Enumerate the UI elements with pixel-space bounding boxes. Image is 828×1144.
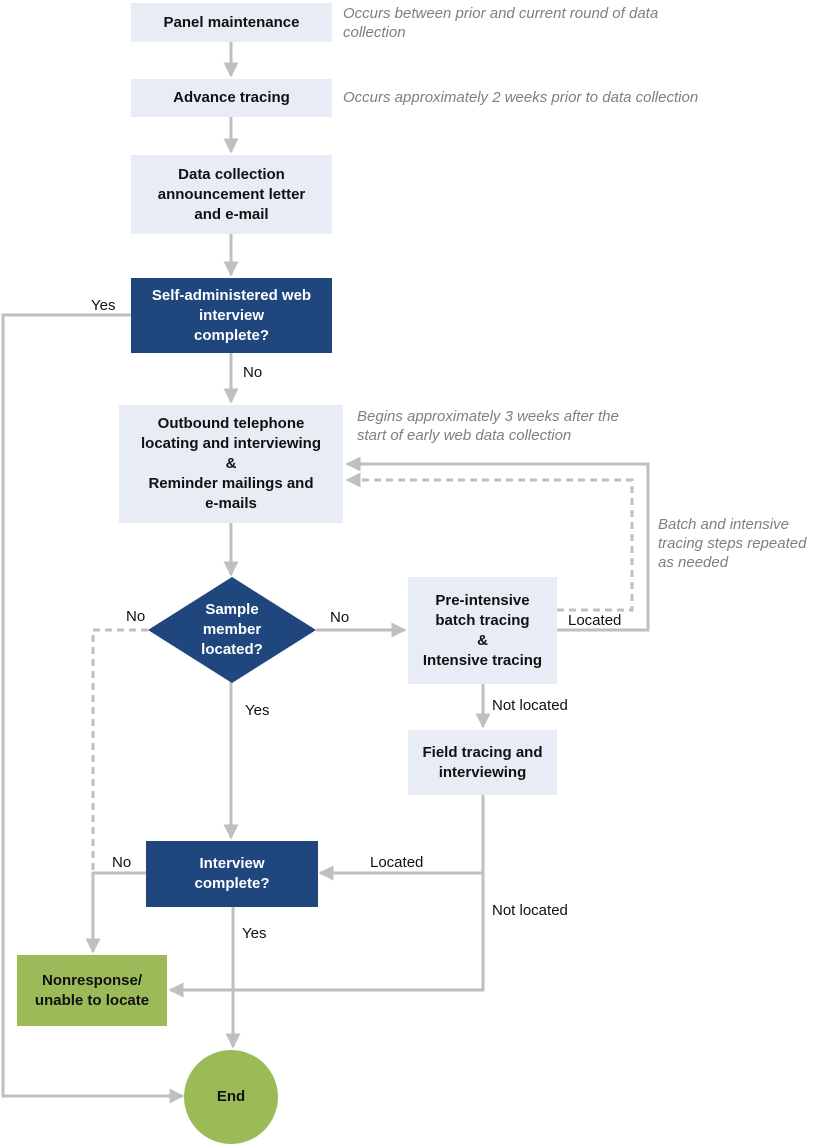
outbound-line-5: e-mails — [205, 495, 257, 512]
label-web-yes: Yes — [91, 297, 116, 314]
label-pre-located: Located — [568, 612, 622, 629]
outbound-line-4: Reminder mailings and — [148, 475, 314, 492]
note-advance-line: Occurs approximately 2 weeks prior to da… — [343, 89, 699, 106]
sample-located-line-1: Sample — [205, 601, 259, 618]
field-tracing-line-1: Field tracing and — [422, 743, 543, 761]
interview-complete-line-1: Interview — [199, 855, 265, 872]
outbound-line-3: & — [225, 455, 237, 472]
announcement-line-1: Data collection — [178, 165, 285, 183]
interview-complete-box: Interview complete? — [146, 841, 318, 907]
pre-intensive-line-4: Intensive tracing — [422, 651, 543, 669]
note-outbound: Begins approximately 3 weeks after the s… — [357, 407, 677, 445]
outbound-line-2: locating and interviewing — [140, 435, 322, 452]
label-web-no: No — [243, 364, 263, 381]
note-outbound-line-1: Begins approximately 3 weeks after the — [357, 408, 619, 425]
edge-sample-no-left — [91, 628, 148, 870]
label-field-located: Located — [370, 854, 424, 871]
advance-tracing-box: Advance tracing — [131, 79, 332, 117]
announcement-line-3: and e-mail — [194, 205, 269, 223]
nonresponse-box: Nonresponse/ unable to locate — [17, 955, 167, 1026]
nonresponse-line-1: Nonresponse/ — [41, 971, 143, 989]
field-tracing-line-2: interviewing — [438, 763, 527, 781]
label-sample-yes: Yes — [245, 702, 270, 719]
sample-located-text: Sample member located? — [170, 598, 294, 662]
edge-field-not-located — [168, 873, 485, 998]
panel-maintenance-label: Panel maintenance — [163, 13, 300, 31]
label-sample-no-left: No — [126, 608, 146, 625]
edge-interview-no — [85, 871, 146, 954]
outbound-box: Outbound telephone locating and intervie… — [119, 405, 343, 523]
end-label: End — [216, 1088, 246, 1105]
announcement-box: Data collection announcement letter and … — [131, 155, 332, 234]
web-complete-box: Self-administered web interview complete… — [131, 278, 332, 353]
edge-web-yes — [1, 313, 185, 1104]
pre-intensive-line-1: Pre-intensive — [435, 591, 530, 609]
edge-batch-repeat — [345, 472, 634, 612]
sample-located-diamond — [148, 577, 316, 683]
label-interview-no: No — [112, 854, 132, 871]
note-panel-line-1: Occurs between prior and current round o… — [343, 5, 659, 22]
pre-intensive-box: Pre-intensive batch tracing & Intensive … — [408, 577, 557, 684]
pre-intensive-line-2: batch tracing — [435, 611, 530, 629]
outbound-line-1: Outbound telephone — [157, 415, 305, 432]
note-batch-line-3: as needed — [658, 554, 729, 571]
label-field-not-located: Not located — [492, 902, 568, 919]
sample-located-line-3: located? — [201, 641, 263, 658]
label-sample-no-right: No — [330, 609, 350, 626]
field-tracing-box: Field tracing and interviewing — [408, 730, 557, 795]
note-batch-line-2: tracing steps repeated — [658, 535, 807, 552]
sample-located-line-2: member — [202, 621, 262, 638]
pre-intensive-line-3: & — [477, 631, 488, 649]
note-panel-line-2: collection — [343, 24, 406, 41]
note-batch-line-1: Batch and intensive — [658, 516, 789, 533]
edge-pre-located — [345, 456, 650, 632]
note-batch: Batch and intensive tracing steps repeat… — [658, 515, 826, 572]
web-complete-line-1: Self-administered web — [151, 286, 312, 304]
note-panel-maintenance: Occurs between prior and current round o… — [343, 4, 743, 42]
nonresponse-line-2: unable to locate — [34, 991, 150, 1009]
note-advance-tracing: Occurs approximately 2 weeks prior to da… — [343, 88, 763, 107]
note-outbound-line-2: start of early web data collection — [357, 427, 572, 444]
advance-tracing-label: Advance tracing — [173, 89, 290, 106]
web-complete-line-3: complete? — [193, 326, 269, 344]
interview-complete-line-2: complete? — [194, 875, 270, 892]
label-interview-yes: Yes — [242, 925, 267, 942]
panel-maintenance-box: Panel maintenance — [131, 3, 332, 42]
web-complete-line-2: interview — [198, 306, 265, 324]
end-circle — [184, 1050, 278, 1144]
announcement-line-2: announcement letter — [157, 185, 306, 203]
end-label-box: End — [184, 1077, 278, 1117]
label-pre-not-located: Not located — [492, 697, 568, 714]
